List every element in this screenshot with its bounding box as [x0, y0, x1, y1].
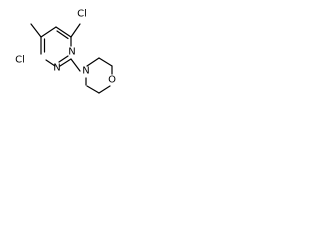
atom-label-cl-top: Cl — [77, 9, 87, 20]
bond-n3-c2 — [59, 58, 72, 67]
bond-c6-cl — [30, 23, 42, 38]
bond-c5-c4 — [55, 26, 72, 38]
bond-cc-cd — [86, 85, 100, 94]
bond-c5-c4-double — [56, 30, 69, 40]
bond-ca-cb — [98, 57, 113, 67]
atom-label-n-morpholine: N — [82, 66, 89, 77]
bond-o-cc — [98, 85, 111, 94]
bond-c4-cl — [70, 23, 81, 38]
bond-c2-n1 — [45, 59, 56, 67]
bond-c6-c5 — [40, 26, 57, 38]
bond-n3-c2-double — [58, 55, 69, 63]
atom-label-o-morpholine: O — [108, 75, 116, 86]
structure-drawing: Cl Cl N N N O — [15, 9, 116, 94]
morpholine-ring — [85, 57, 113, 94]
atom-label-n-ring-bottom: N — [53, 63, 60, 74]
atom-label-n-ring-right: N — [68, 47, 75, 58]
bond-c2-n-morpholine — [70, 58, 81, 72]
substituent-bonds — [30, 23, 81, 72]
atom-label-cl-left: Cl — [15, 55, 25, 66]
bond-mn-ca — [86, 57, 100, 67]
molecule-structure: Cl Cl N N N O — [0, 0, 121, 98]
pyrimidine-ring — [40, 26, 72, 67]
